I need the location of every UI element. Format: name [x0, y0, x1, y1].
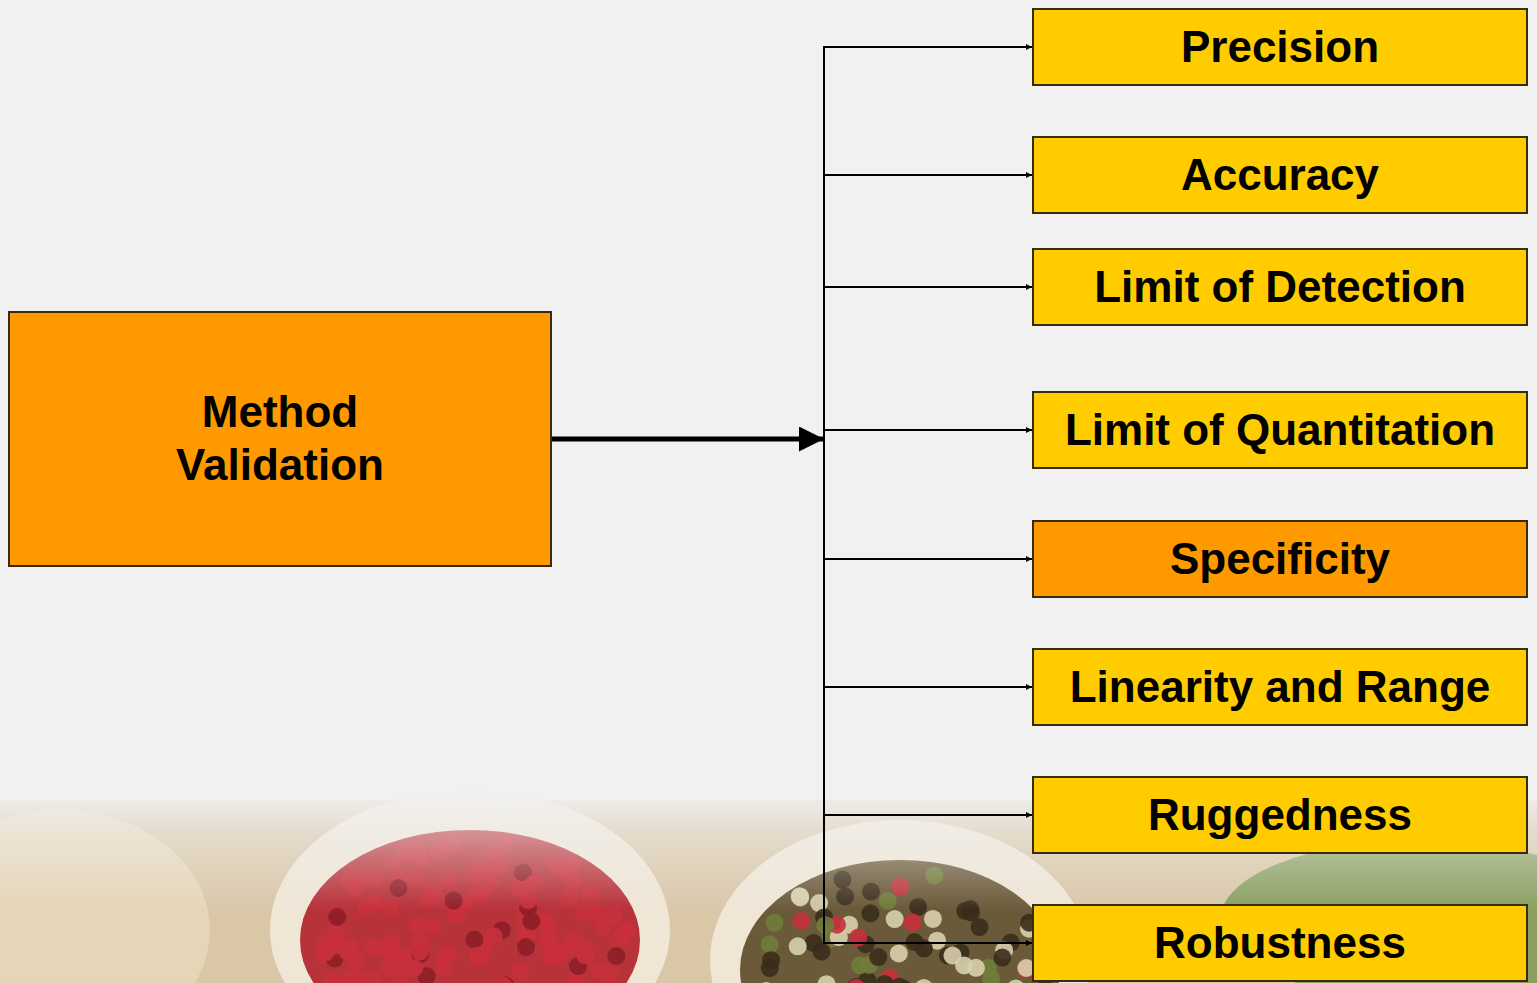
peppercorn: [1007, 979, 1025, 983]
peppercorn: [818, 975, 836, 983]
box-label: Limit of Detection: [1094, 261, 1466, 314]
peppercorn: [616, 922, 634, 940]
peppercorn: [469, 947, 487, 965]
branch-arrow: [552, 439, 1032, 815]
peppercorn: [924, 910, 942, 928]
peppercorn: [564, 937, 582, 955]
peppercorn: [439, 946, 457, 964]
peppercorn: [365, 937, 383, 955]
peppercorn: [757, 982, 775, 983]
peppercorn: [816, 916, 834, 934]
peppercorn: [607, 947, 625, 965]
peppercorn: [886, 910, 904, 928]
branch-arrow: [552, 287, 1032, 439]
criterion-box: Precision: [1032, 8, 1528, 86]
peppercorn: [915, 979, 933, 983]
peppercorn: [397, 961, 415, 979]
branch-arrow: [552, 439, 1032, 943]
peppercorn: [512, 962, 530, 980]
criterion-box: Accuracy: [1032, 136, 1528, 214]
peppercorn: [762, 951, 780, 969]
peppercorn: [316, 943, 334, 961]
box-label: Linearity and Range: [1070, 661, 1491, 714]
peppercorn: [380, 960, 398, 978]
branch-arrow: [552, 430, 1032, 439]
peppercorn: [912, 982, 930, 983]
root-box: Method Validation: [8, 311, 552, 567]
branch-arrow: [552, 47, 1032, 439]
peppercorn: [813, 943, 831, 961]
peppercorn: [485, 927, 503, 945]
peppercorn: [895, 980, 913, 983]
peppercorn: [341, 938, 359, 956]
peppercorn: [943, 947, 961, 965]
peppercorn: [465, 931, 483, 949]
peppercorn: [761, 935, 779, 953]
box-label: Accuracy: [1181, 149, 1379, 202]
peppercorn: [792, 912, 810, 930]
peppercorn: [869, 948, 887, 966]
peppercorn: [494, 977, 512, 983]
box-label: Precision: [1181, 21, 1379, 74]
criterion-box: Ruggedness: [1032, 776, 1528, 854]
peppercorn: [765, 914, 783, 932]
peppercorn: [982, 970, 1000, 983]
criterion-box: Limit of Quantitation: [1032, 391, 1528, 469]
criterion-box: Limit of Detection: [1032, 248, 1528, 326]
peppercorn: [409, 917, 427, 935]
box-label: Limit of Quantitation: [1065, 404, 1495, 457]
box-label: Specificity: [1170, 533, 1390, 586]
peppercorn: [517, 938, 535, 956]
box-label: Ruggedness: [1148, 789, 1412, 842]
branch-arrow: [552, 439, 1032, 559]
branch-arrow: [552, 439, 1032, 687]
peppercorn: [323, 973, 341, 983]
peppercorn: [538, 930, 556, 948]
peppercorn: [904, 913, 922, 931]
peppercorn: [411, 942, 429, 960]
peppercorn: [342, 969, 360, 983]
criterion-box: Robustness: [1032, 904, 1528, 982]
branch-arrow: [552, 175, 1032, 439]
peppercorn: [600, 965, 618, 983]
peppercorn: [876, 975, 894, 983]
peppercorn: [890, 944, 908, 962]
box-label: Robustness: [1154, 917, 1406, 970]
criterion-box: Specificity: [1032, 520, 1528, 598]
peppercorn: [924, 982, 942, 983]
peppercorn: [993, 949, 1011, 967]
peppercorn: [522, 912, 540, 930]
peppercorn: [328, 908, 346, 926]
criterion-box: Linearity and Range: [1032, 648, 1528, 726]
peppercorn: [789, 937, 807, 955]
peppercorn: [847, 979, 865, 983]
box-label: Method Validation: [150, 386, 410, 492]
